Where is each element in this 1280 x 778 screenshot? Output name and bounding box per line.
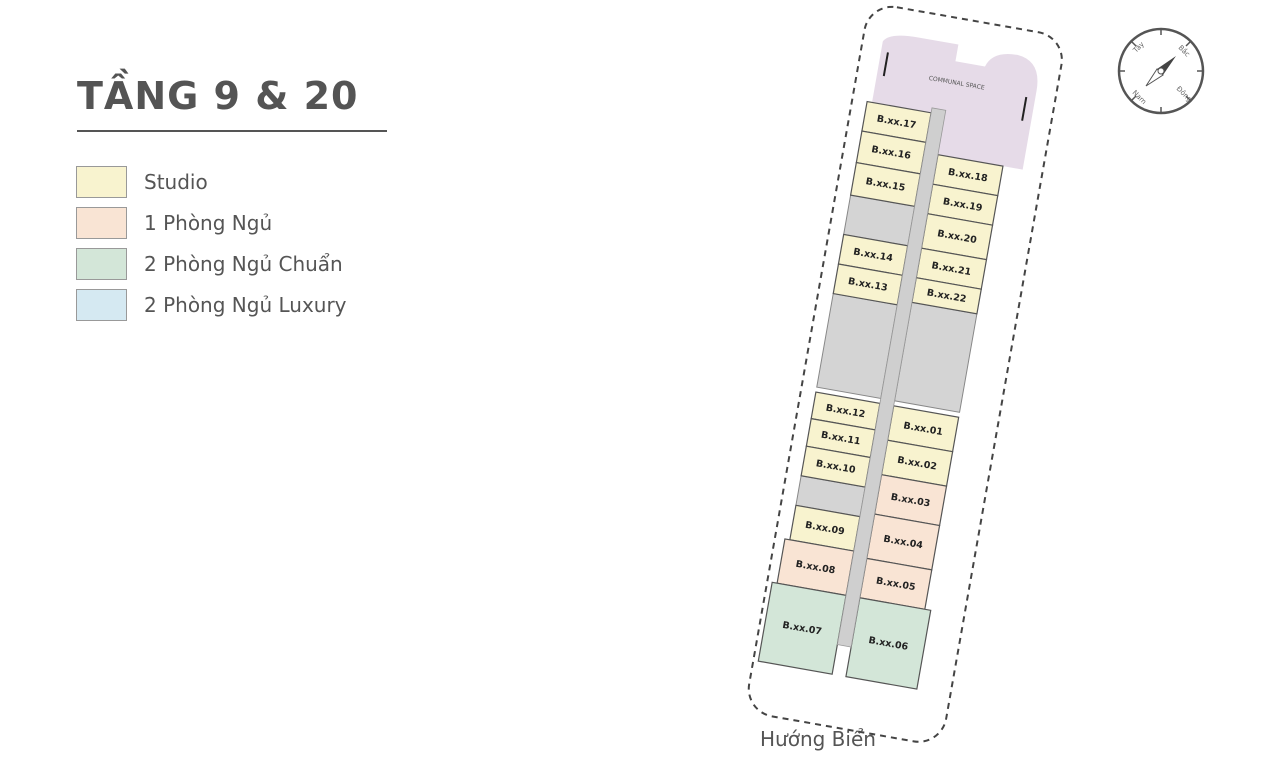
sea-direction-label: Hướng Biển	[760, 727, 876, 751]
legend-swatch	[76, 288, 127, 321]
site-boundary	[747, 5, 1063, 743]
unit-b-xx-05[interactable]: B.xx.05	[859, 557, 933, 610]
legend-item-1-bedroom: 1 Phòng Ngủ	[76, 202, 347, 243]
legend-swatch	[76, 206, 127, 239]
unit-b-xx-10[interactable]: B.xx.10	[800, 445, 872, 488]
unit-b-xx-16[interactable]: B.xx.16	[855, 130, 927, 175]
corridor	[836, 107, 947, 648]
legend-label: 1 Phòng Ngủ	[144, 210, 273, 235]
title-divider	[77, 130, 387, 132]
unit-b-xx-07[interactable]: B.xx.07	[757, 581, 847, 675]
legend-swatch	[76, 165, 127, 198]
unit-b-xx-11[interactable]: B.xx.11	[805, 417, 876, 459]
legend-label: 2 Phòng Ngủ Chuẩn	[144, 251, 343, 276]
compass-icon: Tây Bắc Nam Đông	[1117, 27, 1205, 115]
unit-b-xx-17[interactable]: B.xx.17	[861, 100, 932, 144]
legend-item-2-bedroom-standard: 2 Phòng Ngủ Chuẩn	[76, 243, 347, 284]
legend-label: Studio	[144, 169, 208, 194]
unit-b-xx-18[interactable]: B.xx.18	[932, 153, 1004, 197]
unit-b-xx-06[interactable]: B.xx.06	[845, 597, 932, 690]
unit-b-xx-08[interactable]: B.xx.08	[776, 538, 855, 597]
unit-b-xx-15[interactable]: B.xx.15	[849, 161, 922, 208]
legend: Studio 1 Phòng Ngủ 2 Phòng Ngủ Chuẩn 2 P…	[76, 161, 347, 325]
legend-item-2-bedroom-luxury: 2 Phòng Ngủ Luxury	[76, 284, 347, 325]
unit-b-xx-19[interactable]: B.xx.19	[926, 183, 999, 226]
page-title: TẦNG 9 & 20	[77, 74, 359, 118]
unit-b-xx-12[interactable]: B.xx.12	[810, 391, 881, 431]
unit-b-xx-09[interactable]: B.xx.09	[789, 504, 861, 552]
compass-north: Bắc	[1177, 43, 1193, 59]
legend-swatch	[76, 247, 127, 280]
legend-item-studio: Studio	[76, 161, 347, 202]
communal-space	[872, 35, 1038, 170]
legend-label: 2 Phòng Ngủ Luxury	[144, 292, 347, 317]
